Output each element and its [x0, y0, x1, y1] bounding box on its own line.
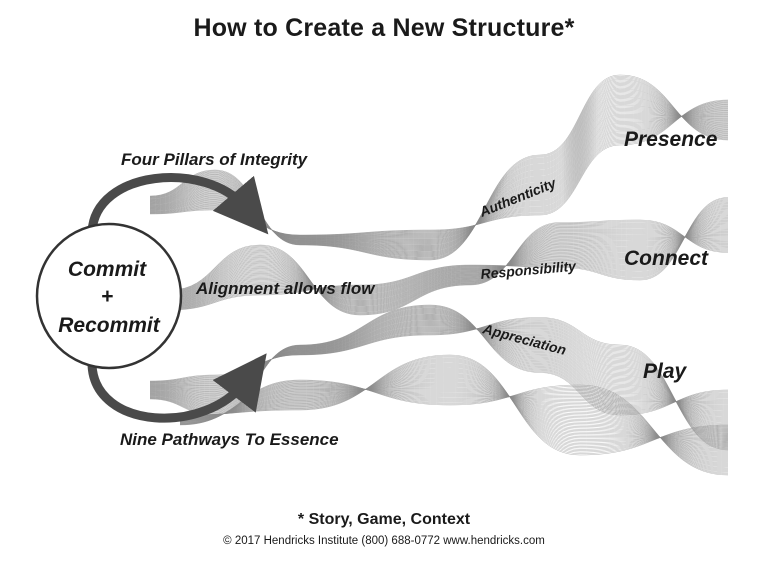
presence-label: Presence: [624, 128, 718, 151]
alignment-label: Alignment allows flow: [195, 279, 376, 298]
play-label: Play: [643, 360, 688, 383]
commit-circle: [35, 222, 183, 370]
page-title: How to Create a New Structure*: [193, 14, 575, 42]
footnote: * Story, Game, Context: [297, 511, 471, 528]
center-line-3: Recommit: [58, 314, 161, 337]
ribbon-connect: [169, 197, 729, 316]
center-line-1: Commit: [68, 258, 147, 281]
center-line-2: +: [101, 285, 113, 308]
arrow-bottom-icon: [87, 353, 267, 423]
copyright-line: © 2017 Hendricks Institute (800) 688-077…: [223, 535, 545, 547]
nine-pathways-label: Nine Pathways To Essence: [120, 430, 339, 449]
responsibility-label: Responsibility: [480, 258, 578, 282]
connect-label: Connect: [624, 247, 709, 270]
arrow-top-icon: [87, 173, 269, 237]
four-pillars-label: Four Pillars of Integrity: [121, 150, 309, 169]
